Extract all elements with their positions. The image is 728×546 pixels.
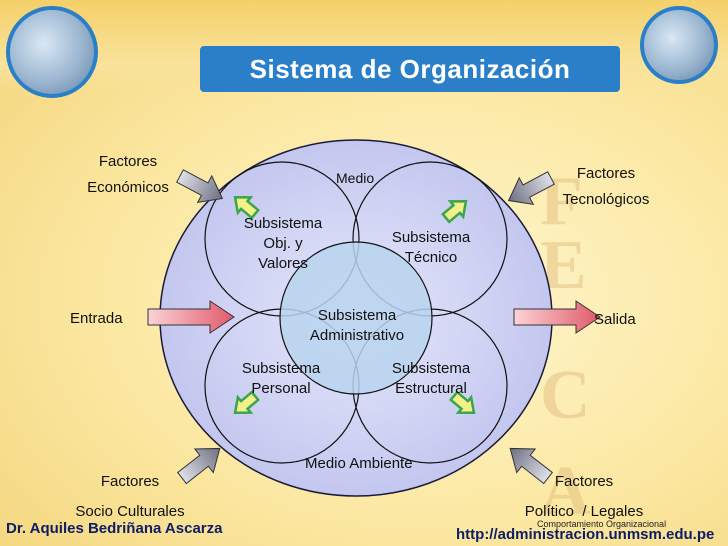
label-factores-socio-culturales: Factores Socio Culturales [75,473,185,520]
arrow-salida [513,300,601,334]
label-subsistema-objetivos: Subsistema Obj. y Valores [243,215,323,272]
label-subsistema-estructural: Subsistema Estructural [391,360,471,397]
people-photo-right [640,6,718,84]
label-factores-economicos: Factores Económicos [87,153,169,196]
arrow-entrada [147,300,235,334]
label-subsistema-personal: Subsistema Personal [241,360,321,397]
footer-course: Comportamiento Organizacional [537,519,667,529]
subsystem-circle-administrativo [279,241,433,395]
people-photo-left [6,6,98,98]
label-medio-ambiente: Medio Ambiente [305,455,413,472]
arrow-economicos [176,169,224,204]
arrow-inner-objetivos [233,196,260,220]
arrow-inner-estructural [449,390,476,414]
watermark-letter-a: A [540,453,591,530]
label-factores-tecnologicos: Factores Tecnológicos [562,165,650,208]
slide-title: Sistema de Organización [200,46,620,92]
footer-author: Dr. Aquiles Bedriñana Ascarza [6,520,223,537]
footer-url[interactable]: http://administracion.unmsm.edu.pe [456,526,715,543]
arrow-tecnologicos [507,171,555,206]
label-medio: Medio [336,170,375,186]
label-entrada: Entrada [70,310,123,327]
arrow-inner-personal [233,390,260,414]
arrow-politico-legales [509,447,554,485]
label-subsistema-tecnico: Subsistema Técnico [391,229,471,266]
watermark-letter-c: C [540,357,591,434]
label-salida: Salida [594,311,636,328]
arrow-inner-tecnico [441,200,468,224]
label-factores-politico-legales: Factores Político / Legales [524,473,644,520]
label-subsistema-administrativo: Subsistema Administrativo [309,307,405,344]
arrow-socio-culturales [176,447,221,485]
